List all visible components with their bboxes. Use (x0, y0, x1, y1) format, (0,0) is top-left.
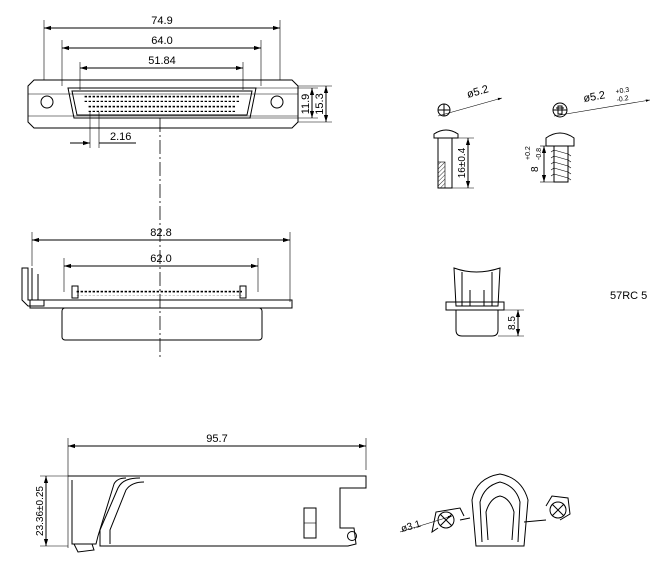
latch-bracket (21, 267, 45, 307)
dim-body-height: 11.9 (300, 94, 312, 115)
screw-length: 8 (530, 166, 541, 172)
dim-hood-length: 95.7 (206, 433, 227, 445)
clip-view: ø3.1 (400, 473, 571, 547)
front-view: 74.9 64.0 51.84 2.16 11.9 15.3 (27, 15, 332, 148)
side-view: 82.8 62.0 (21, 227, 293, 341)
mounting-hole-left (40, 95, 54, 109)
dim-contact-span: 51.84 (148, 55, 176, 67)
base-flange (29, 299, 293, 309)
clip-hole-left (437, 511, 455, 529)
connector-body (61, 307, 263, 341)
rivet-head (433, 129, 459, 139)
dim-hood-height: 23.36±0.25 (35, 486, 46, 536)
dim-flange-height: 15.3 (314, 93, 326, 114)
dim-pin-height: 8.5 (507, 316, 518, 330)
dim-flange-width: 64.0 (151, 35, 172, 47)
end-view: 8.5 (445, 267, 524, 337)
mounting-hole-right (270, 95, 284, 109)
screw-head (545, 132, 575, 147)
screw-diameter-tol-lower: -0.2 (616, 95, 629, 104)
hood-view: 95.7 23.36±0.25 (35, 433, 367, 553)
end-body (453, 267, 501, 307)
rivet-length: 16±0.4 (457, 147, 468, 178)
dim-overall-width: 74.9 (151, 15, 172, 27)
screw-length-tol-upper: +0.2 (525, 146, 532, 160)
hood-outline (68, 475, 367, 547)
rivet-view: ø5.2 16±0.4 (433, 83, 503, 189)
dim-length-side: 82.8 (150, 227, 171, 239)
contact-row-upper (84, 93, 240, 102)
clip-hole-right (549, 501, 567, 519)
screw-view: ø5.2 +0.3 -0.2 8 +0.2 -0.8 (525, 87, 651, 183)
screw-diameter: ø5.2 (582, 89, 606, 105)
dim-pin-pitch: 2.16 (110, 131, 131, 143)
screw-length-tol-lower: -0.8 (536, 148, 543, 160)
side-note: 57RC 5 (610, 290, 647, 302)
rivet-diameter: ø5.2 (466, 83, 490, 101)
screw-shank (553, 145, 569, 183)
contact-row-lower (88, 103, 236, 112)
u-clip (471, 473, 529, 547)
hood-hole (347, 531, 357, 541)
dim-hole-dia: ø3.1 (400, 519, 423, 535)
screw-diameter-tol-upper: +0.3 (615, 87, 630, 96)
dim-inner-length-side: 62.0 (150, 253, 171, 265)
